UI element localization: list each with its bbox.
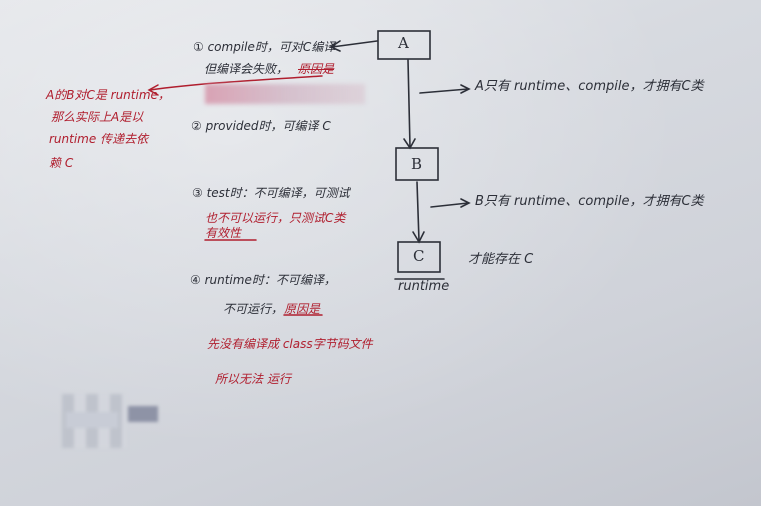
- red-arrow-to-left-note: [149, 75, 323, 91]
- note4-line1: ④ runtime时：不可编译，: [190, 273, 336, 287]
- note1-line2-reason: 原因是: [298, 62, 335, 76]
- left-note-line4: 赖 C: [49, 156, 74, 170]
- box-a-outline: [377, 30, 431, 60]
- note1-line1: ① compile时，可对C编译: [193, 40, 336, 54]
- note3-line1: ③ test时：不可编译，可测试: [192, 186, 350, 200]
- arrow-to-note-a: [419, 88, 469, 94]
- note4-line3: 先没有编译成 class字节码文件: [207, 337, 373, 351]
- box-c-caption: runtime: [398, 279, 450, 294]
- box-c-label: C: [413, 247, 425, 265]
- note3-line2: 也不可以运行，只测试C类: [205, 211, 346, 225]
- arrow-b-to-c: [416, 181, 420, 242]
- box-a-label: A: [398, 34, 409, 52]
- left-note-line1: A的B对C是 runtime，: [46, 88, 170, 102]
- arrow-to-note-b: [430, 202, 469, 208]
- arrow-a-to-b: [407, 59, 411, 148]
- note4-line2-text: 不可运行，: [223, 302, 284, 316]
- blurred-redaction-top: [205, 84, 365, 104]
- left-note-line3: runtime 传递去依: [49, 132, 149, 146]
- note2-text: ② provided时，可编译 C: [191, 119, 331, 133]
- arrow-a-to-note1: [331, 40, 378, 48]
- box-b-outline: [395, 147, 439, 181]
- note4-line2-reason: 原因是: [284, 302, 321, 316]
- note3-line3: 有效性: [205, 226, 242, 240]
- right-note-b: B只有 runtime、compile，才拥有C类: [475, 194, 704, 209]
- right-note-c: 才能存在 C: [468, 252, 534, 267]
- right-note-a: A只有 runtime、compile，才拥有C类: [475, 79, 704, 94]
- blurred-watermark: [62, 394, 166, 448]
- box-b-label: B: [411, 155, 423, 173]
- left-note-line2: 那么实际上A是以: [51, 110, 144, 124]
- note4-line4: 所以无法 运行: [215, 372, 291, 386]
- note1-line2-text: 但编译会失败，: [204, 62, 289, 76]
